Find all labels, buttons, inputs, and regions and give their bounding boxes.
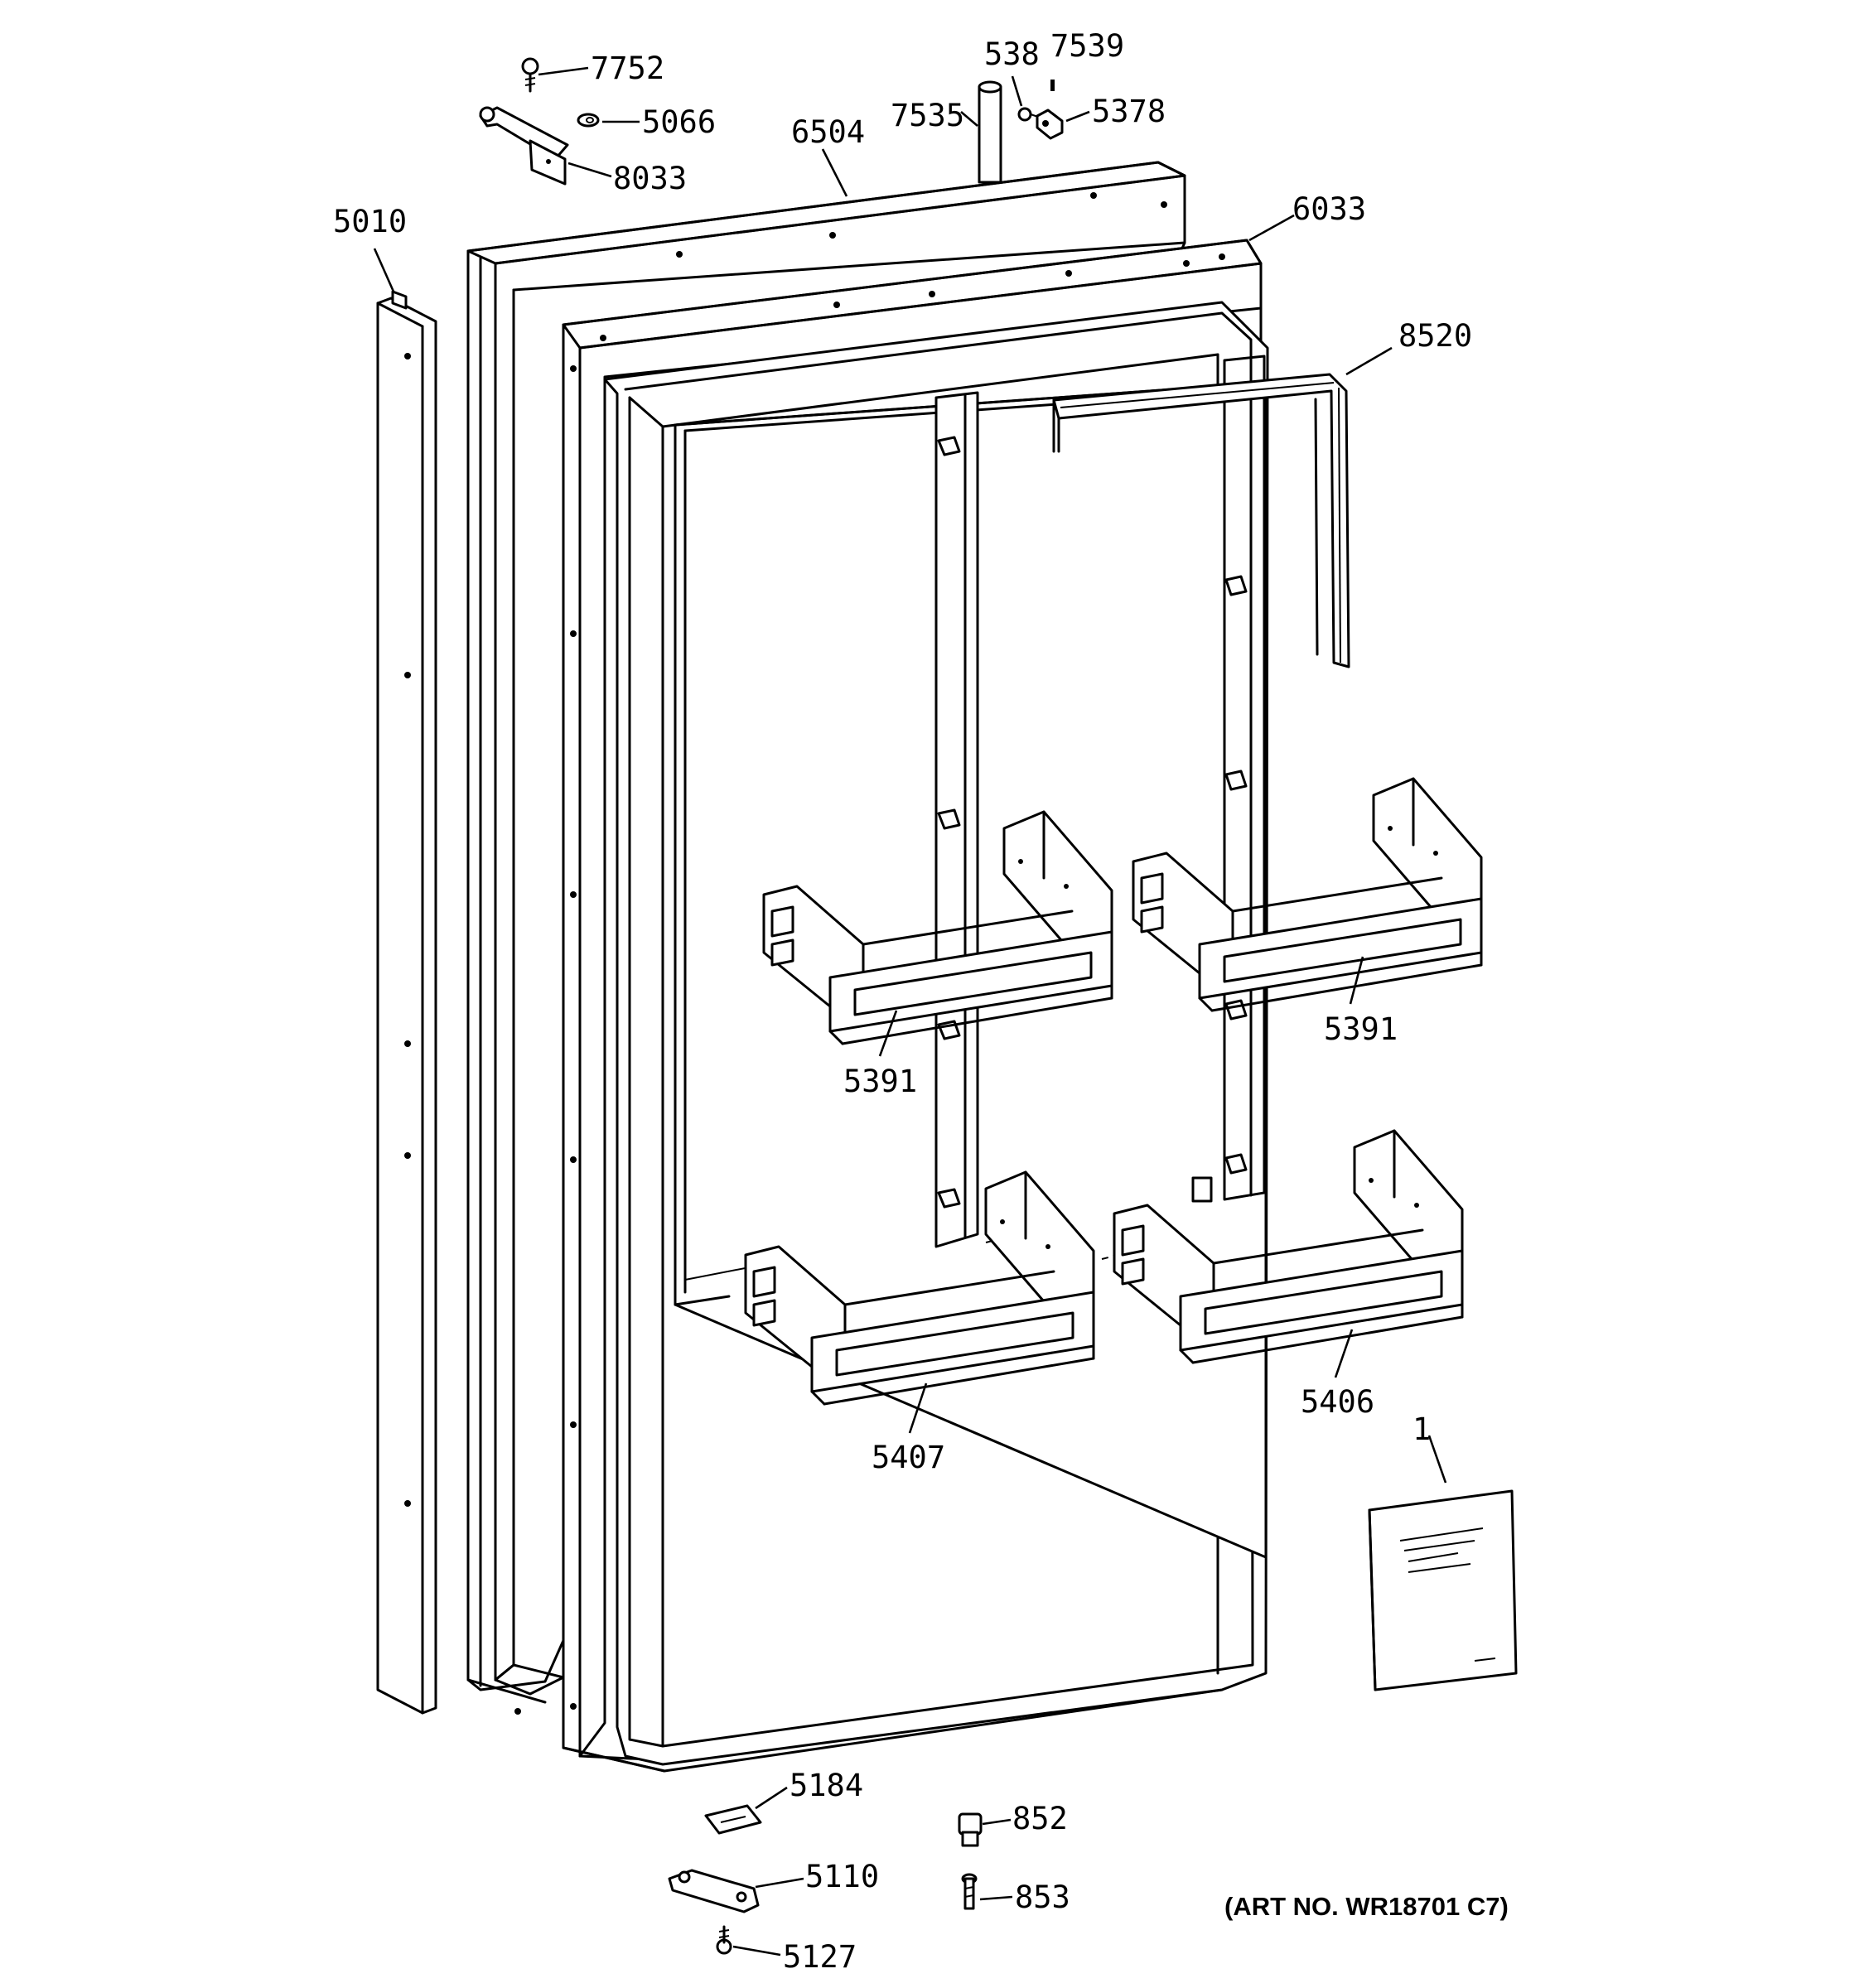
callout-5378: 5378 xyxy=(1092,94,1166,129)
callout-5110: 5110 xyxy=(805,1859,879,1894)
callout-853: 853 xyxy=(1015,1879,1070,1915)
callout-5407: 5407 xyxy=(872,1440,945,1475)
callout-5391-right: 5391 xyxy=(1324,1011,1398,1047)
bushing-5378 xyxy=(1036,109,1064,140)
callout-7752: 7752 xyxy=(591,51,664,86)
callout-5391-left: 5391 xyxy=(843,1064,917,1099)
callout-5184: 5184 xyxy=(790,1768,863,1803)
callout-8033: 8033 xyxy=(613,161,687,196)
callout-5066: 5066 xyxy=(642,104,716,140)
callout-538: 538 xyxy=(984,36,1040,72)
hinge-8033 xyxy=(479,106,569,186)
callout-7539: 7539 xyxy=(1050,28,1124,64)
hinge-screw-7752 xyxy=(521,57,539,93)
owner-manual-1 xyxy=(1368,1489,1518,1691)
gasket-corner-8520 xyxy=(1052,373,1350,668)
callout-1: 1 xyxy=(1412,1411,1431,1447)
callout-852: 852 xyxy=(1012,1801,1068,1836)
door-stop-852 xyxy=(958,1812,983,1847)
callout-6504: 6504 xyxy=(791,114,865,150)
callout-8520: 8520 xyxy=(1398,318,1472,354)
callout-labels: 7752 5066 8033 538 7539 7535 5378 6504 5… xyxy=(333,28,1509,1975)
hinge-shim-5184 xyxy=(704,1804,762,1835)
callout-5010: 5010 xyxy=(333,204,407,239)
callout-5127: 5127 xyxy=(783,1939,857,1975)
hinge-screw-853 xyxy=(961,1873,978,1910)
bottom-hinge-5110 xyxy=(668,1869,760,1913)
washer-5066 xyxy=(577,113,600,128)
leader-lines xyxy=(373,66,1447,1957)
set-screw-7539 xyxy=(1050,80,1055,91)
callout-7535: 7535 xyxy=(891,98,964,133)
callout-5406: 5406 xyxy=(1301,1384,1374,1420)
hinge-pin-7535 xyxy=(978,80,1002,184)
callout-6033: 6033 xyxy=(1292,191,1366,227)
screw-5127 xyxy=(716,1925,732,1955)
screw-538 xyxy=(1017,107,1041,122)
art-number: (ART NO. WR18701 C7) xyxy=(1224,1892,1509,1921)
trim-strip-5010 xyxy=(376,290,437,1715)
